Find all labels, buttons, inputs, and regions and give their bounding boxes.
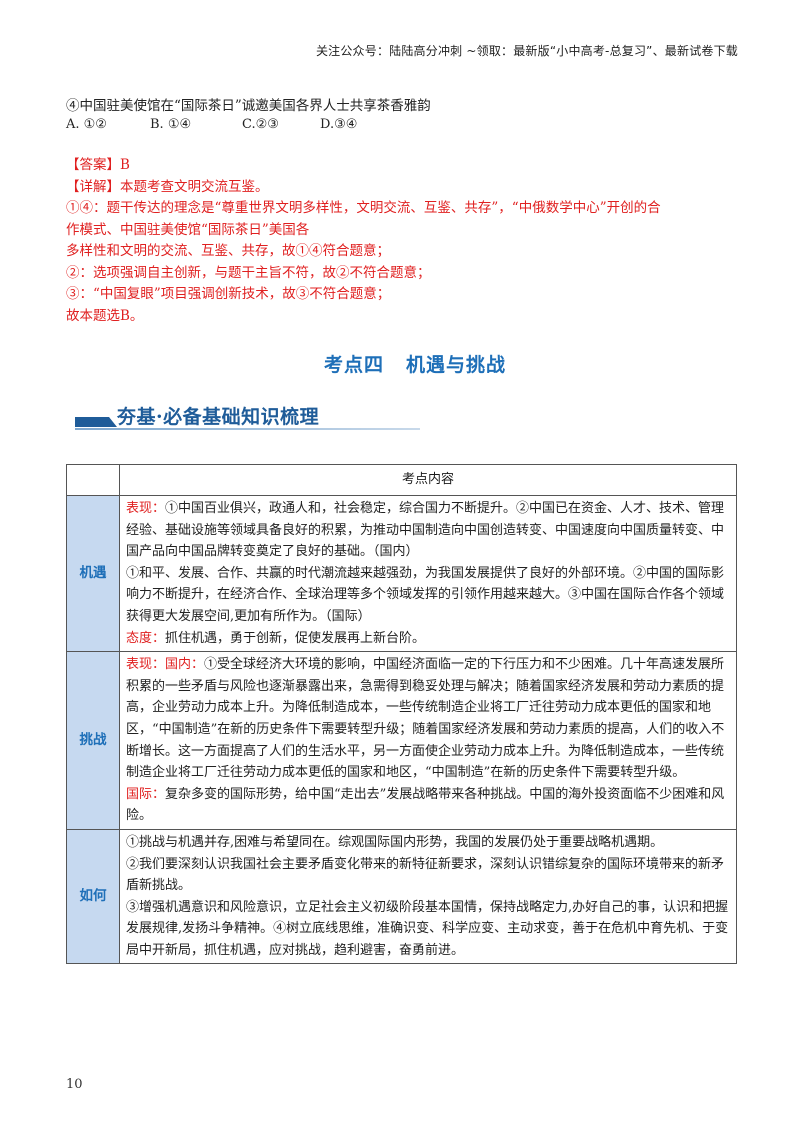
paragraph: 国际：复杂多变的国际形势，给中国“走出去”发展战略带来各种挑战。中国的海外投资面… bbox=[126, 784, 730, 827]
row-content-how: ①挑战与机遇并存,困难与希望同在。综观国际国内形势，我国的发展仍处于重要战略机遇… bbox=[119, 828, 737, 965]
paragraph-text: ①受全球经济大环境的影响，中国经济面临一定的下行压力和不少困难。几十年高速发展所… bbox=[126, 657, 725, 781]
table-header-content: 考点内容 bbox=[119, 464, 737, 496]
row-label-how: 如何 bbox=[66, 828, 120, 965]
question-item-4: ④中国驻美使馆在“国际茶日”诚邀美国各界人士共享茶香雅韵 bbox=[66, 98, 431, 114]
label-prefix: 国际： bbox=[126, 786, 166, 802]
label-prefix: 表现：国内： bbox=[126, 657, 205, 673]
page-number: 10 bbox=[66, 1077, 83, 1092]
explanation-line: 作模式、中国驻美使馆“国际茶日”美国各 bbox=[66, 221, 310, 238]
table-row-opportunity: 机遇 表现：①中国百业俱兴，政通人和，社会稳定，综合国力不断提升。②中国已在资金… bbox=[66, 494, 737, 653]
knowledge-table: 考点内容 机遇 表现：①中国百业俱兴，政通人和，社会稳定，综合国力不断提升。②中… bbox=[66, 464, 737, 965]
paragraph-text: ②我们要深刻认识我国社会主要矛盾变化带来的新特征新要求，深刻认识错综复杂的国际环… bbox=[126, 856, 725, 894]
row-label-opportunity: 机遇 bbox=[66, 494, 120, 653]
paragraph-text: 复杂多变的国际形势，给中国“走出去”发展战略带来各种挑战。中国的海外投资面临不少… bbox=[126, 786, 725, 824]
section-banner: 夯基·必备基础知识梳理 bbox=[75, 400, 420, 432]
detail-line: 【详解】本题考查文明交流互鉴。 bbox=[66, 178, 269, 195]
row-label-challenge: 挑战 bbox=[66, 651, 120, 830]
paragraph-text: 抓住机遇，勇于创新，促使发展再上新台阶。 bbox=[165, 630, 426, 646]
section-topic: 机遇与挑战 bbox=[406, 354, 507, 376]
paragraph-text: ③增强机遇意识和风险意识，立足社会主义初级阶段基本国情，保持战略定力,办好自己的… bbox=[126, 899, 729, 958]
header-promo-note: 关注公众号：陆陆高分冲刺 ~领取：最新版“小中高考-总复习”、最新试卷下载 bbox=[315, 44, 738, 58]
paragraph: ①挑战与机遇并存,困难与希望同在。综观国际国内形势，我国的发展仍处于重要战略机遇… bbox=[126, 832, 730, 854]
paragraph: ②我们要深刻认识我国社会主要矛盾变化带来的新特征新要求，深刻认识错综复杂的国际环… bbox=[126, 854, 730, 897]
row-content-opportunity: 表现：①中国百业俱兴，政通人和，社会稳定，综合国力不断提升。②中国已在资金、人才… bbox=[119, 494, 737, 653]
table-row-challenge: 挑战 表现：国内：①受全球经济大环境的影响，中国经济面临一定的下行压力和不少困难… bbox=[66, 651, 737, 830]
explanation-line: 故本题选B。 bbox=[66, 307, 144, 324]
paragraph: 表现：国内：①受全球经济大环境的影响，中国经济面临一定的下行压力和不少困难。几十… bbox=[126, 654, 730, 784]
answer-options: A. ①② B. ①④ C.②③ D.③④ bbox=[66, 117, 357, 132]
explanation-line: 多样性和文明的交流、互鉴、共存，故①④符合题意； bbox=[66, 243, 390, 259]
paragraph: ①和平、发展、合作、共赢的时代潮流越来越强劲，为我国发展提供了良好的外部环境。②… bbox=[126, 563, 730, 628]
paragraph: ③增强机遇意识和风险意识，立足社会主义初级阶段基本国情，保持战略定力,办好自己的… bbox=[126, 897, 730, 962]
banner-underline bbox=[75, 428, 420, 430]
banner-bar-decoration bbox=[75, 417, 117, 427]
table-corner-cell bbox=[66, 464, 120, 496]
explanation-line: ②：选项强调自主创新，与题干主旨不符，故②不符合题意； bbox=[66, 264, 431, 281]
option-b: B. ①④ bbox=[150, 117, 192, 132]
explanation-line: ③：“中国复眼”项目强调创新技术，故③不符合题意； bbox=[66, 286, 391, 302]
paragraph-text: ①和平、发展、合作、共赢的时代潮流越来越强劲，为我国发展提供了良好的外部环境。②… bbox=[126, 565, 725, 624]
table-header-row: 考点内容 bbox=[66, 464, 737, 496]
banner-title: 夯基·必备基础知识梳理 bbox=[117, 406, 320, 428]
paragraph: 表现：①中国百业俱兴，政通人和，社会稳定，综合国力不断提升。②中国已在资金、人才… bbox=[126, 498, 730, 563]
answer-line: 【答案】B bbox=[66, 157, 130, 173]
paragraph-text: ①挑战与机遇并存,困难与希望同在。综观国际国内形势，我国的发展仍处于重要战略机遇… bbox=[126, 834, 664, 850]
paragraph-text: ①中国百业俱兴，政通人和，社会稳定，综合国力不断提升。②中国已在资金、人才、技术… bbox=[126, 501, 725, 560]
paragraph: 态度：抓住机遇，勇于创新，促使发展再上新台阶。 bbox=[126, 628, 730, 650]
explanation-line: ①④：题干传达的理念是“尊重世界文明多样性，文明交流、互鉴、共存”，“中俄数学中… bbox=[66, 200, 661, 216]
table-row-how: 如何 ①挑战与机遇并存,困难与希望同在。综观国际国内形势，我国的发展仍处于重要战… bbox=[66, 828, 737, 965]
row-content-challenge: 表现：国内：①受全球经济大环境的影响，中国经济面临一定的下行压力和不少困难。几十… bbox=[119, 651, 737, 830]
label-prefix: 态度： bbox=[126, 630, 166, 646]
option-c: C.②③ bbox=[242, 117, 279, 132]
section-title: 考点四机遇与挑战 bbox=[0, 350, 800, 377]
option-a: A. ①② bbox=[66, 117, 107, 132]
option-d: D.③④ bbox=[320, 117, 358, 132]
label-prefix: 表现： bbox=[126, 501, 166, 516]
answer-explanation: 【答案】B 【详解】本题考查文明交流互鉴。 ①④：题干传达的理念是“尊重世界文明… bbox=[66, 155, 736, 327]
section-number: 考点四 bbox=[323, 354, 384, 376]
